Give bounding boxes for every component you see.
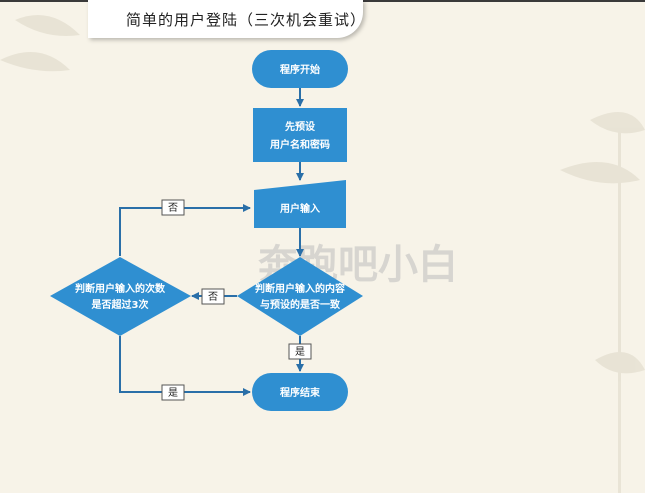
- edge-label-compare-yes: 是: [288, 343, 312, 360]
- title-tab: [88, 0, 363, 38]
- edge-count-input: [119, 204, 251, 256]
- node-input-label: 用户输入: [279, 202, 320, 215]
- edge-label-count-no-text: 否: [168, 202, 178, 214]
- node-compare-line2: 与预设的是否一致: [260, 298, 341, 311]
- node-count: 判断用户输入的次数 是否超过3次: [50, 257, 191, 336]
- node-preset-line2: 用户名和密码: [269, 138, 330, 151]
- node-count-line2: 是否超过3次: [91, 298, 149, 311]
- edge-label-count-yes-text: 是: [168, 387, 178, 399]
- node-input: 用户输入: [254, 180, 346, 228]
- node-start-label: 程序开始: [280, 63, 320, 76]
- node-compare: 判断用户输入的内容 与预设的是否一致: [237, 257, 363, 336]
- edge-count-end: [119, 336, 251, 396]
- edge-label-compare-yes-text: 是: [295, 346, 305, 358]
- node-preset-line1: 先预设: [285, 120, 315, 133]
- page-title: 简单的用户登陆（三次机会重试）: [126, 11, 367, 29]
- edge-label-compare-no: 否: [201, 288, 225, 305]
- edge-label-count-yes: 是: [161, 384, 185, 401]
- bamboo-decoration-icon: [0, 15, 645, 493]
- node-preset: 先预设 用户名和密码: [253, 108, 347, 162]
- node-start: 程序开始: [252, 50, 348, 88]
- node-count-line1: 判断用户输入的次数: [75, 282, 166, 295]
- node-end: 程序结束: [252, 373, 348, 411]
- edge-label-count-no: 否: [161, 199, 185, 216]
- edge-label-compare-no-text: 否: [208, 291, 218, 303]
- node-end-label: 程序结束: [280, 386, 321, 399]
- node-compare-line1: 判断用户输入的内容: [255, 282, 345, 295]
